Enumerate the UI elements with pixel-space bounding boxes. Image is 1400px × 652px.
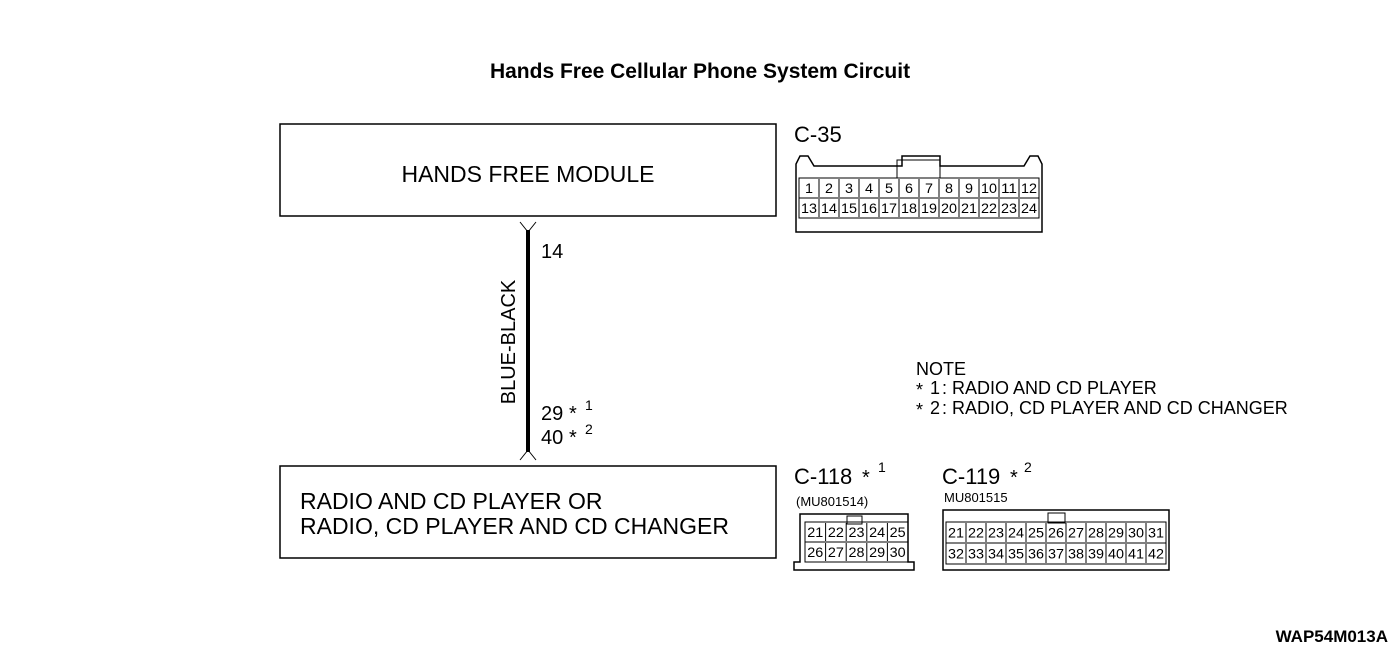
hands-free-module-box	[279, 123, 777, 217]
c35-pin-5: 5	[885, 180, 893, 196]
c119-pin-33: 33	[968, 546, 984, 562]
c119-pin-28: 28	[1088, 525, 1104, 541]
c35-pin-19: 19	[921, 200, 937, 216]
c118-pin-26: 26	[807, 544, 823, 560]
c118-pin-22: 22	[828, 524, 844, 540]
c35-pin-1: 1	[805, 180, 813, 196]
wire-bottom-terminal	[519, 449, 537, 461]
c119-pin-21: 21	[948, 525, 964, 541]
c119-pin-32: 32	[948, 546, 964, 562]
c118-connector	[793, 513, 915, 571]
c35-pin-16: 16	[861, 200, 877, 216]
c118-pin-27: 27	[828, 544, 844, 560]
c119-pin-39: 39	[1088, 546, 1104, 562]
wire-pin1-mark: 1	[585, 397, 593, 413]
c118-pin-30: 30	[890, 544, 906, 560]
radio-box-line2: RADIO, CD PLAYER AND CD CHANGER	[300, 513, 729, 539]
c35-pin-24: 24	[1021, 200, 1037, 216]
c119-pin-41: 41	[1128, 546, 1144, 562]
c35-pin-4: 4	[865, 180, 873, 196]
c119-connector	[942, 509, 1170, 571]
c119-pin-26: 26	[1048, 525, 1064, 541]
c118-part-number: (MU801514)	[796, 494, 868, 509]
hands-free-module-label: HANDS FREE MODULE	[401, 161, 654, 187]
c35-pin-9: 9	[965, 180, 973, 196]
c35-pin-14: 14	[821, 200, 837, 216]
wire-pin2-mark: 2	[585, 421, 593, 437]
c119-pin-24: 24	[1008, 525, 1024, 541]
wire-blue-black	[519, 221, 537, 461]
c118-label: C-118	[794, 464, 852, 489]
c35-pin-22: 22	[981, 200, 997, 216]
c35-pin-6: 6	[905, 180, 913, 196]
c118-pin-23: 23	[849, 524, 865, 540]
c35-label: C-35	[794, 122, 842, 147]
c35-pin-15: 15	[841, 200, 857, 216]
wire-top-terminal	[519, 221, 537, 233]
c118-pin-28: 28	[849, 544, 865, 560]
wire-color-label: BLUE-BLACK	[498, 279, 520, 404]
c118-pin-29: 29	[869, 544, 885, 560]
c118-mark: 1	[878, 459, 886, 475]
diagram-title: Hands Free Cellular Phone System Circuit	[490, 60, 910, 83]
c35-pin-18: 18	[901, 200, 917, 216]
c35-pin-13: 13	[801, 200, 817, 216]
wire-top-pin: 14	[541, 241, 563, 263]
note-item1-star: *	[916, 380, 923, 400]
note-item1-mark: 1	[930, 378, 940, 398]
c119-pin-23: 23	[988, 525, 1004, 541]
c119-pin-31: 31	[1148, 525, 1164, 541]
c35-pin-7: 7	[925, 180, 933, 196]
note-item2-star: *	[916, 400, 923, 420]
radio-cd-box	[279, 465, 777, 559]
c119-pin-36: 36	[1028, 546, 1044, 562]
c119-pin-34: 34	[988, 546, 1004, 562]
c119-star: *	[1010, 467, 1018, 489]
c119-pin-27: 27	[1068, 525, 1084, 541]
c35-pin-2: 2	[825, 180, 833, 196]
c119-pin-22: 22	[968, 525, 984, 541]
c119-label: C-119	[942, 464, 1000, 489]
note-item2-mark: 2	[930, 398, 940, 418]
c118-star: *	[862, 467, 870, 489]
c35-pin-3: 3	[845, 180, 853, 196]
note-item2-text: : RADIO, CD PLAYER AND CD CHANGER	[942, 398, 1288, 418]
c119-pin-42: 42	[1148, 546, 1164, 562]
wire-bottom-pin-2: 40	[541, 427, 563, 449]
c118-pin-25: 25	[890, 524, 906, 540]
c119-pin-29: 29	[1108, 525, 1124, 541]
c35-pin-8: 8	[945, 180, 953, 196]
c35-pin-17: 17	[881, 200, 897, 216]
c118-pin-21: 21	[807, 524, 823, 540]
c119-mark: 2	[1024, 459, 1032, 475]
c35-pin-11: 11	[1001, 180, 1017, 196]
note-heading: NOTE	[916, 359, 966, 379]
wire-bottom-pin-1: 29	[541, 403, 563, 425]
c35-pin-12: 12	[1021, 180, 1037, 196]
radio-box-line1: RADIO AND CD PLAYER OR	[300, 488, 602, 514]
c35-pin-21: 21	[961, 200, 977, 216]
c119-pin-30: 30	[1128, 525, 1144, 541]
c119-pin-35: 35	[1008, 546, 1024, 562]
c119-pin-38: 38	[1068, 546, 1084, 562]
c119-pin-37: 37	[1048, 546, 1064, 562]
c118-pin-24: 24	[869, 524, 885, 540]
figure-code: WAP54M013A	[1276, 627, 1388, 646]
note-item1-text: : RADIO AND CD PLAYER	[942, 378, 1157, 398]
c35-pin-10: 10	[981, 180, 997, 196]
c35-pin-20: 20	[941, 200, 957, 216]
c35-connector	[795, 155, 1043, 233]
c119-pin-40: 40	[1108, 546, 1124, 562]
wire-pin1-star: *	[569, 403, 577, 425]
c35-pin-23: 23	[1001, 200, 1017, 216]
wire-pin2-star: *	[569, 427, 577, 449]
c119-part-number: MU801515	[944, 490, 1008, 505]
c119-pin-25: 25	[1028, 525, 1044, 541]
